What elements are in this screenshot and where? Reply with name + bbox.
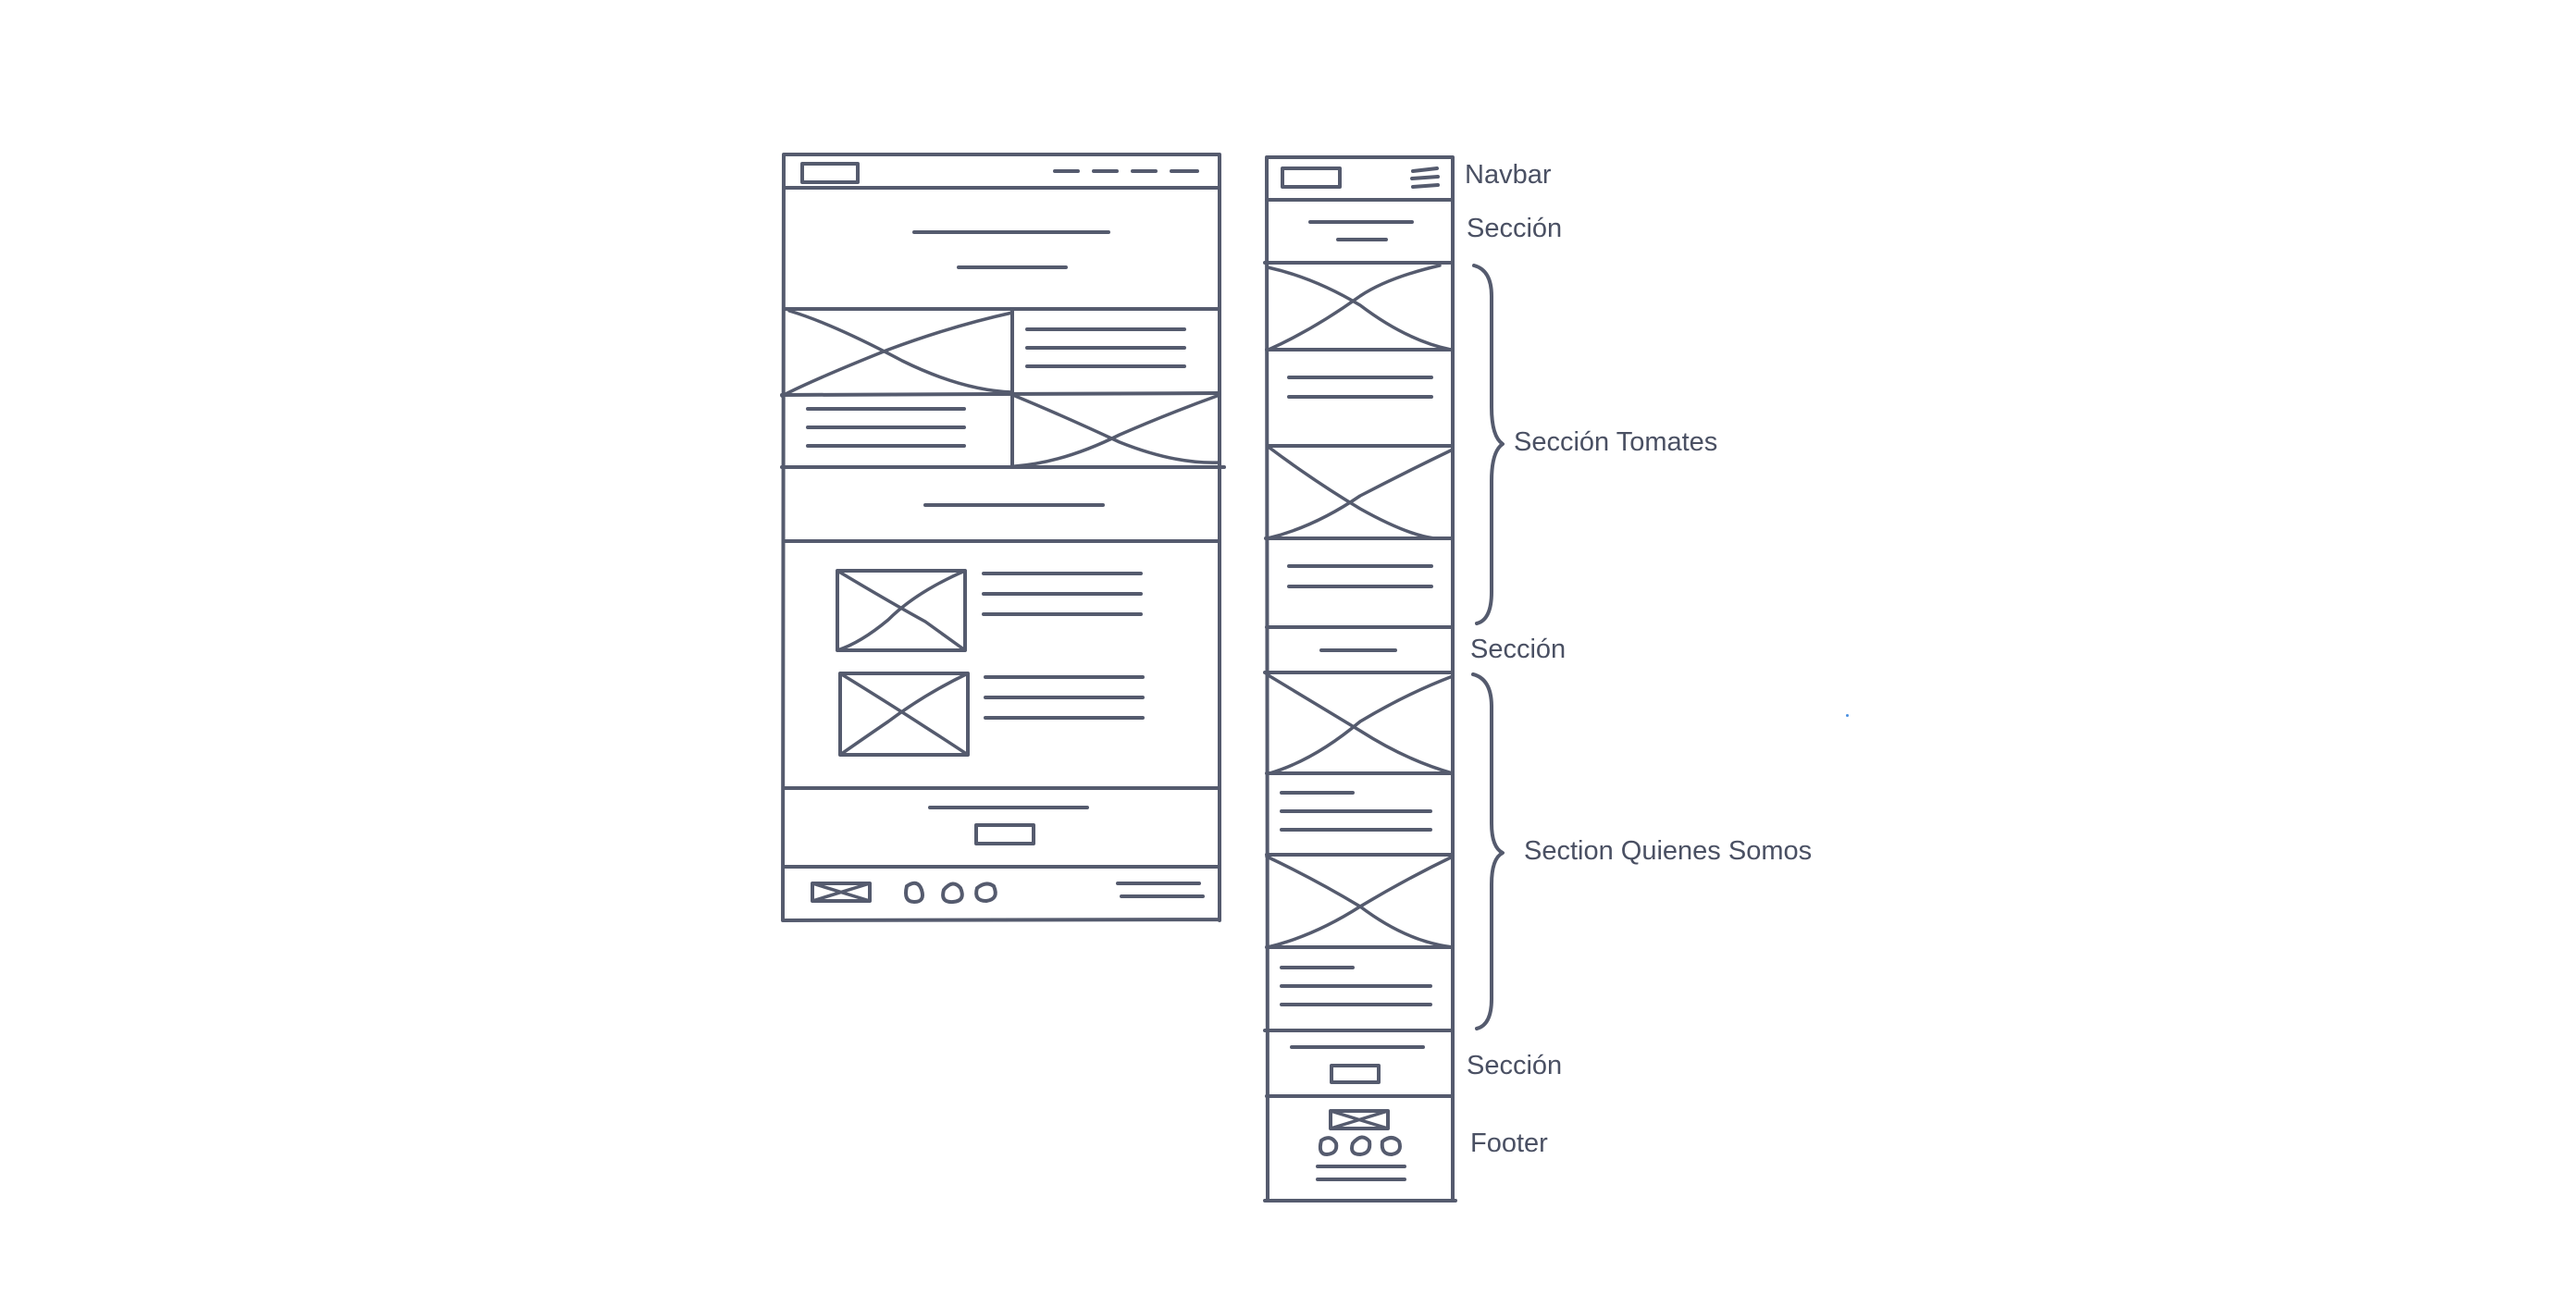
mobile-about-text-1 <box>1280 791 1432 832</box>
desktop-about-image-2-cross-b <box>838 672 970 757</box>
mobile-tomato-image-1-cross-b <box>1267 264 1442 352</box>
mobile-tomato-image-2-cross-b <box>1266 448 1455 540</box>
mobile-about-image-1-cross-a <box>1265 672 1455 775</box>
mobile-tomatoes-section <box>1264 264 1455 629</box>
mobile-tomato-image-1-cross-a <box>1266 265 1453 352</box>
desktop-image-2-cross-a <box>1013 394 1221 464</box>
desktop-footer-logo-cross <box>811 882 872 903</box>
desktop-text-block-1 <box>1025 327 1186 368</box>
mobile-section-2 <box>1263 648 1455 674</box>
mobile-cta-button <box>1330 1064 1381 1084</box>
desktop-about-text-1 <box>982 572 1143 616</box>
mobile-footer-logo <box>1329 1109 1390 1130</box>
desktop-image-1-cross-b <box>780 311 1014 398</box>
label-seccion-3: Sección <box>1467 1051 1563 1080</box>
desktop-footer-logo <box>811 882 872 903</box>
label-seccion-tomates: Sección Tomates <box>1514 427 1718 457</box>
mobile-frame <box>1263 155 1457 1202</box>
mobile-about-image-1-cross-b <box>1268 674 1455 775</box>
label-seccion-2: Sección <box>1470 635 1567 664</box>
desktop-about-image-2-cross-a <box>838 672 970 757</box>
desktop-cta-button <box>974 823 1035 845</box>
desktop-footer-social-icon-2 <box>941 882 964 905</box>
label-navbar: Navbar <box>1465 160 1552 190</box>
desktop-about-image-1-cross-a <box>836 569 967 652</box>
desktop-tomatoes-grid <box>780 307 1226 469</box>
desktop-wireframe <box>780 153 1226 922</box>
desktop-footer-social-icon-1 <box>904 881 924 904</box>
desktop-hero-text-lines <box>912 230 1110 269</box>
mobile-tomato-text-1 <box>1287 376 1433 399</box>
mobile-footer-text-lines <box>1316 1165 1406 1181</box>
desktop-about-image-2 <box>838 672 970 757</box>
mobile-tomato-text-2 <box>1287 564 1433 588</box>
desktop-about-image-1 <box>836 569 967 652</box>
brace-tomates <box>1472 264 1505 625</box>
desktop-navbar <box>782 162 1221 190</box>
label-section-quienes-somos: Section Quienes Somos <box>1524 836 1813 866</box>
mobile-about-image-2-cross-b <box>1266 855 1455 949</box>
desktop-middle-section <box>782 503 1221 543</box>
desktop-about-text-2 <box>984 675 1145 720</box>
mobile-navbar-logo <box>1281 166 1342 189</box>
mobile-about-text-2 <box>1280 966 1432 1006</box>
desktop-frame <box>781 153 1221 922</box>
desktop-grid-horizontal <box>780 391 1221 397</box>
desktop-cta-section <box>782 806 1221 869</box>
mobile-navbar <box>1265 166 1455 202</box>
mobile-footer-social-icon-3 <box>1380 1136 1402 1156</box>
desktop-about-image-1-cross-b <box>836 569 967 652</box>
desktop-navbar-logo <box>800 162 860 184</box>
mobile-footer-social-icon-2 <box>1350 1135 1372 1156</box>
mobile-footer-logo-cross <box>1329 1109 1390 1130</box>
label-seccion-1: Sección <box>1467 214 1563 243</box>
mobile-wireframe <box>1263 155 1457 1202</box>
hamburger-icon <box>1410 166 1440 189</box>
desktop-image-1-cross-a <box>787 309 1014 394</box>
desktop-image-2-cross-b <box>1013 393 1221 468</box>
mobile-section-1 <box>1263 220 1455 265</box>
desktop-about-section <box>782 569 1221 790</box>
mobile-tomato-image-2-cross-a <box>1268 446 1436 540</box>
mobile-section-3 <box>1265 1045 1455 1098</box>
stray-dot <box>1846 714 1849 717</box>
mobile-about-section <box>1263 672 1455 1032</box>
label-footer: Footer <box>1470 1128 1548 1158</box>
mobile-section-1-text <box>1308 220 1414 241</box>
desktop-footer <box>811 881 1205 905</box>
brace-quienes-somos <box>1471 672 1505 1030</box>
mobile-footer <box>1316 1109 1406 1181</box>
desktop-footer-text-lines <box>1116 882 1205 898</box>
desktop-text-block-2 <box>806 407 966 448</box>
desktop-footer-social-icon-3 <box>974 882 997 903</box>
mobile-footer-social-icon-1 <box>1318 1136 1339 1156</box>
desktop-hero-section <box>782 230 1221 311</box>
